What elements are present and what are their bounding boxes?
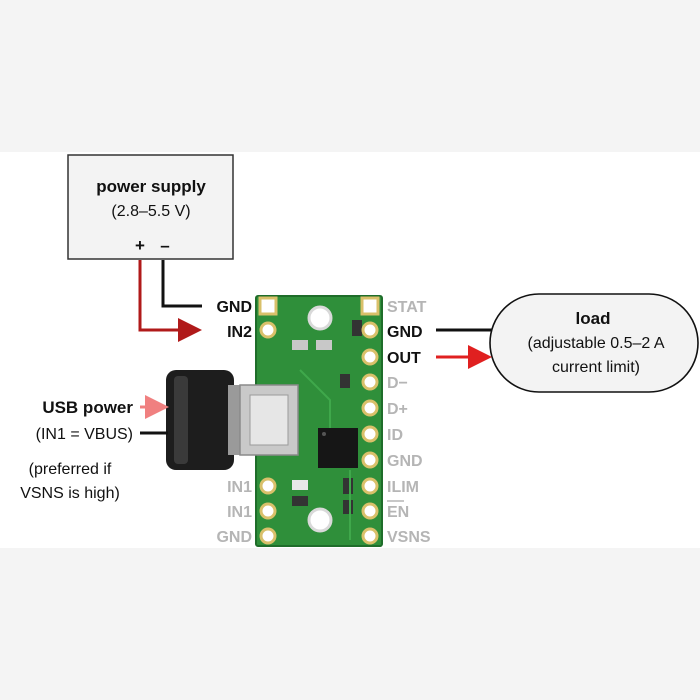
load-line1: (adjustable 0.5–2 A [528, 335, 665, 352]
pin-label-gnd-right-2: GND [387, 453, 423, 470]
power-supply-plus: + [135, 236, 145, 255]
power-supply-minus: – [160, 236, 169, 255]
pin-label-in1-a: IN1 [227, 479, 252, 496]
pin-label-ilim: ILIM [387, 479, 419, 496]
pin-label-d-plus: D+ [387, 401, 408, 418]
pin-label-en: EN [387, 504, 409, 521]
usb-cable [166, 370, 246, 470]
ground-wire [161, 260, 202, 308]
top-band [0, 0, 700, 152]
usb-note-line1: (preferred if [29, 461, 112, 478]
power-supply-range: (2.8–5.5 V) [111, 203, 190, 220]
usb-power-subtitle: (IN1 = VBUS) [36, 426, 133, 443]
power-supply-box: power supply (2.8–5.5 V) + – [67, 154, 234, 260]
usb-power-title: USB power [42, 398, 133, 417]
pin-label-in2: IN2 [227, 324, 252, 341]
pin-label-out: OUT [387, 350, 421, 367]
power-supply-title: power supply [96, 177, 206, 196]
pin-label-in1-b: IN1 [227, 504, 252, 521]
pcb-board [239, 295, 383, 547]
load-shape: load (adjustable 0.5–2 A current limit) [489, 293, 699, 393]
bottom-band [0, 548, 700, 700]
pin-label-gnd-left-top: GND [216, 299, 252, 316]
pin-label-vsns: VSNS [387, 529, 431, 546]
pin-label-id: ID [387, 427, 403, 444]
left-pin-pads [258, 296, 278, 545]
right-pin-pads [360, 296, 380, 545]
load-line2: current limit) [552, 359, 640, 376]
pin-label-gnd-left-bottom: GND [216, 529, 252, 546]
pin-label-stat: STAT [387, 299, 427, 316]
in2-wire [138, 260, 202, 342]
pin-label-d-minus: D− [387, 375, 408, 392]
load-title: load [576, 309, 611, 328]
pin-label-gnd-right: GND [387, 324, 423, 341]
usb-note-line2: VSNS is high) [20, 485, 120, 502]
